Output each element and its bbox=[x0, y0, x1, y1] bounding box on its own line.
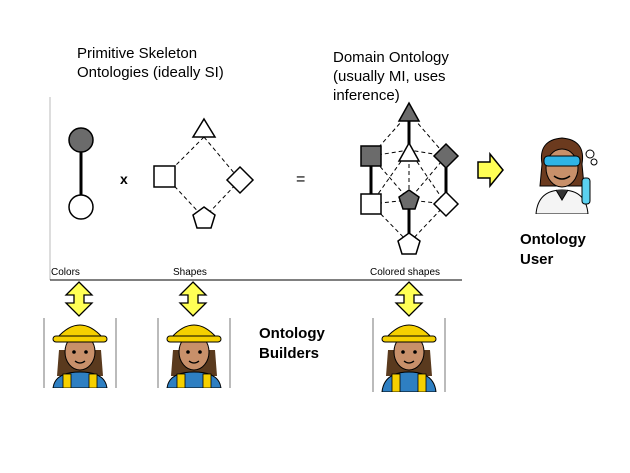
double-arrow-icon bbox=[64, 281, 94, 317]
right-arrow-icon bbox=[477, 151, 504, 189]
double-arrow-icon bbox=[394, 281, 424, 317]
builder-worker-icon bbox=[166, 324, 222, 388]
diamond-node bbox=[225, 165, 255, 195]
ontology-user-label: Ontology User bbox=[520, 231, 586, 268]
gray-pentagon-node bbox=[398, 189, 420, 210]
gray-node bbox=[68, 127, 94, 153]
colors-skeleton bbox=[68, 127, 94, 220]
white-diamond-node bbox=[432, 190, 460, 218]
gray-triangle-node bbox=[397, 101, 421, 122]
white-square-node bbox=[360, 193, 382, 215]
colors-label: Colors bbox=[51, 267, 80, 278]
gray-diamond-node bbox=[432, 142, 460, 170]
times-operator: x bbox=[120, 171, 128, 187]
scientist-user-icon bbox=[535, 137, 598, 214]
domain-ontology-heading: Domain Ontology (usually MI, uses infere… bbox=[333, 49, 449, 104]
shapes-skeleton bbox=[153, 117, 255, 229]
white-node bbox=[68, 194, 94, 220]
white-pentagon-node bbox=[397, 232, 421, 255]
triangle-node bbox=[191, 117, 217, 138]
builder-worker-icon bbox=[381, 324, 437, 392]
square-node bbox=[153, 165, 176, 188]
white-triangle-node bbox=[397, 141, 421, 162]
ontology-builders-label: Ontology Builders bbox=[259, 325, 325, 362]
colored-shapes-label: Colored shapes bbox=[370, 267, 441, 278]
gray-square-node bbox=[360, 145, 382, 167]
equals-operator: = bbox=[296, 171, 306, 188]
pentagon-node bbox=[192, 206, 216, 229]
shapes-label: Shapes bbox=[173, 267, 207, 278]
builder-worker-icon bbox=[52, 324, 108, 388]
colored-shapes-graph bbox=[360, 101, 460, 255]
double-arrow-icon bbox=[178, 281, 208, 317]
primitive-ontologies-heading: Primitive Skeleton Ontologies (ideally S… bbox=[77, 45, 224, 81]
